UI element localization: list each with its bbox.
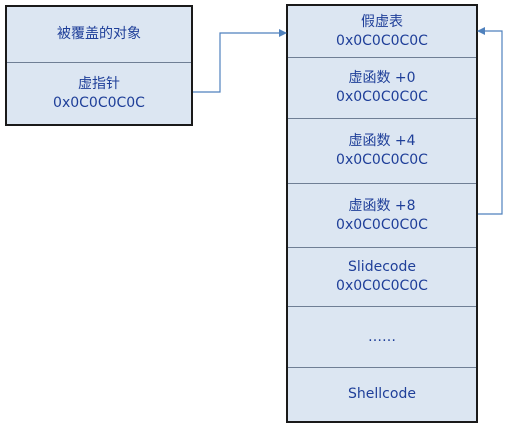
- overwritten-object-box: 被覆盖的对象 虚指针 0x0C0C0C0C: [5, 5, 193, 126]
- vtable-entry-label: 虚函数 +8: [348, 197, 416, 214]
- ellipsis-label: ……: [368, 328, 396, 345]
- vtable-entry-value: 0x0C0C0C0C: [336, 216, 428, 233]
- virtual-pointer-label: 虚指针: [78, 75, 120, 92]
- object-divider: [7, 62, 191, 63]
- vtable-entry-label: 虚函数 +0: [348, 70, 416, 86]
- slidecode-cell: Slidecode 0x0C0C0C0C: [288, 248, 476, 306]
- fake-vtable-header-label: 假虚表: [361, 13, 403, 30]
- vtable-entry-label: 虚函数 +4: [348, 133, 416, 149]
- virtual-pointer-cell: 虚指针 0x0C0C0C0C: [7, 63, 191, 124]
- shellcode-label: Shellcode: [348, 386, 416, 402]
- slidecode-label: Slidecode: [348, 259, 416, 275]
- vtable-divider: [288, 183, 476, 184]
- fake-vtable-header-value: 0x0C0C0C0C: [336, 32, 428, 49]
- vtable-divider: [288, 247, 476, 248]
- fake-vtable-header-cell: 假虚表 0x0C0C0C0C: [288, 6, 476, 57]
- vtable-divider: [288, 367, 476, 368]
- overwritten-object-title-cell: 被覆盖的对象: [7, 7, 191, 61]
- ellipsis-cell: ……: [288, 307, 476, 367]
- vtable-entry-vfunc-8: 虚函数 +8 0x0C0C0C0C: [288, 184, 476, 247]
- vtable-entry-vfunc-0: 虚函数 +0 0x0C0C0C0C: [288, 58, 476, 118]
- virtual-pointer-value: 0x0C0C0C0C: [53, 94, 145, 111]
- vtable-divider: [288, 118, 476, 119]
- vtable-divider: [288, 57, 476, 58]
- shellcode-cell: Shellcode: [288, 368, 476, 421]
- slidecode-value: 0x0C0C0C0C: [336, 278, 428, 294]
- vtable-entry-vfunc-4: 虚函数 +4 0x0C0C0C0C: [288, 119, 476, 183]
- vtable-divider: [288, 306, 476, 307]
- fake-vtable-box: 假虚表 0x0C0C0C0C 虚函数 +0 0x0C0C0C0C 虚函数 +4 …: [286, 4, 478, 423]
- vtable-entry-value: 0x0C0C0C0C: [336, 152, 428, 168]
- vtable-entry-value: 0x0C0C0C0C: [336, 89, 428, 105]
- overwritten-object-title: 被覆盖的对象: [57, 25, 141, 42]
- virtual-pointer-arrow: [193, 29, 287, 93]
- vfunc-8-loop-arrow: [477, 27, 503, 215]
